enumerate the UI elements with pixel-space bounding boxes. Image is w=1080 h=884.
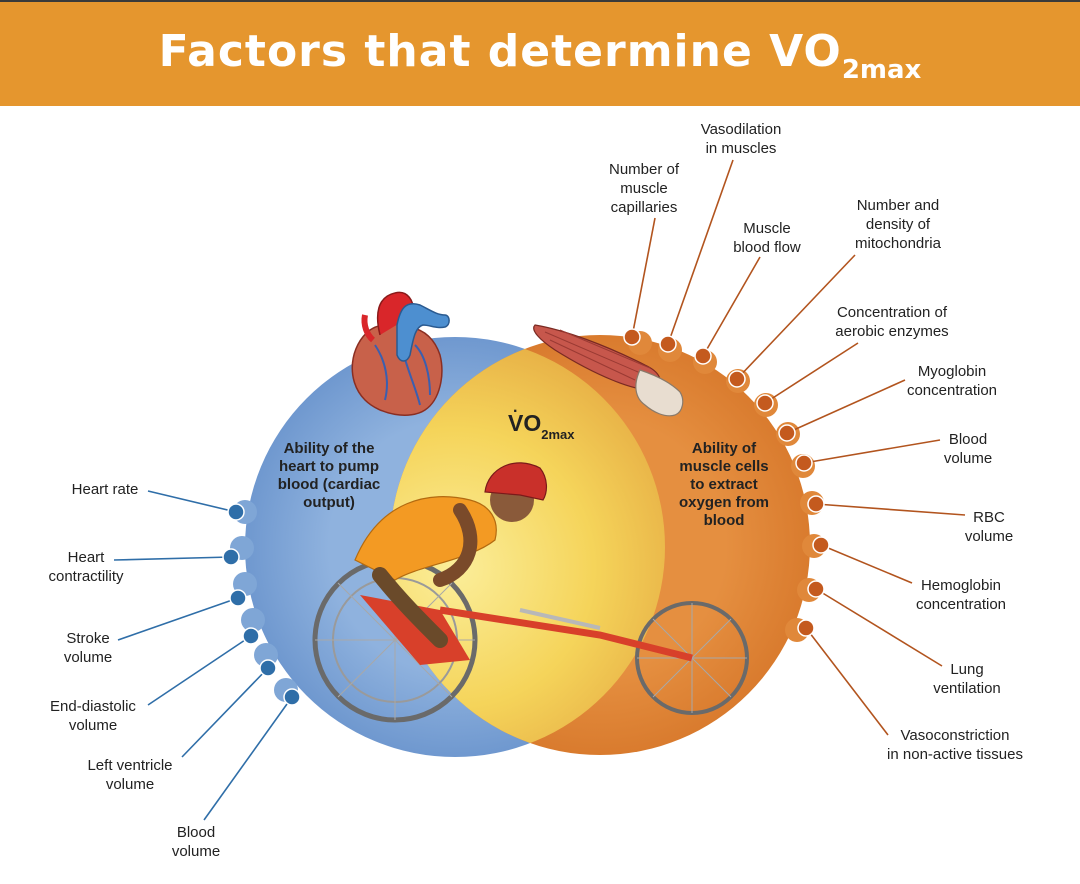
muscle-circle-label: Ability of muscle cells to extract oxyge… [678, 440, 769, 529]
left-connectors [113, 490, 293, 821]
factor-rbc-volume: RBC volume [964, 509, 1014, 545]
factor-aerobic-enzymes: Concentration of aerobic enzymes [835, 304, 949, 340]
header-banner: Factors that determine VO2max [0, 0, 1080, 106]
heart-illustration [351, 291, 450, 416]
muscle-illustration [533, 324, 684, 417]
factor-heart-rate: Heart rate [71, 481, 139, 498]
factor-muscle-blood-flow: Muscle blood flow [733, 220, 801, 256]
factor-stroke-volume: Stroke volume [63, 630, 113, 666]
factor-end-diastolic-volume: End-diastolic volume [50, 698, 136, 734]
heart-circle-label: Ability of the heart to pump blood (card… [277, 440, 381, 511]
left-dots [222, 503, 301, 706]
factor-lung-ventilation: Lung ventilation [933, 661, 1001, 697]
factor-blood-volume-right: Blood volume [943, 431, 993, 467]
right-dots [623, 328, 830, 637]
factor-blood-volume-left: Blood volume [171, 824, 221, 860]
factor-hemoglobin: Hemoglobin concentration [915, 577, 1007, 613]
page-title: Factors that determine VO2max [158, 26, 922, 85]
vo2max-symbol: ·VO2max [508, 403, 575, 442]
factor-muscle-capillaries: Number of muscle capillaries [608, 161, 680, 216]
factor-mitochondria: Number and density of mitochondria [855, 197, 941, 252]
factor-vasodilation: Vasodilation in muscles [700, 121, 782, 157]
factor-left-ventricle-volume: Left ventricle volume [87, 757, 173, 793]
right-connectors [631, 159, 966, 736]
athlete-illustration [312, 462, 749, 723]
factor-myoglobin: Myoglobin concentration [906, 363, 998, 399]
factor-vasoconstriction: Vasoconstriction in non-active tissues [887, 727, 1023, 763]
factor-heart-contractility: Heart contractility [48, 549, 124, 585]
